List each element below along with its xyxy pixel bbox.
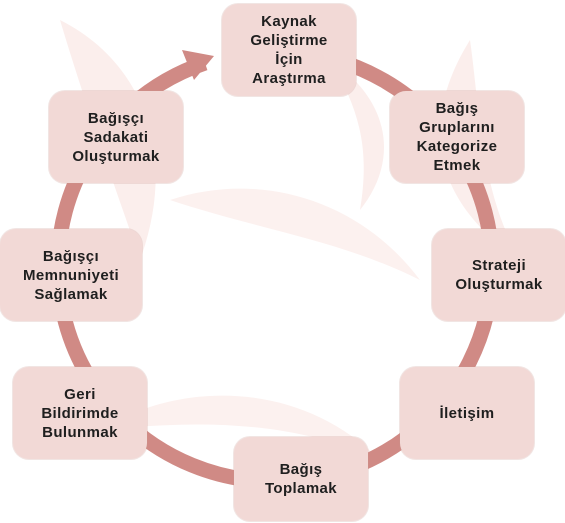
node-label: Geri Bildirimde Bulunmak [41, 385, 119, 441]
node-collect-donations: Bağış Toplamak [234, 437, 368, 521]
node-label: İletişim [439, 404, 495, 422]
node-label: Bağış Gruplarını Kategorize Etmek [416, 100, 498, 174]
node-donor-loyalty: Bağışçı Sadakati Oluşturmak [49, 91, 183, 183]
node-create-strategy: Strateji Oluşturmak [432, 229, 565, 321]
arrowhead-icon [182, 50, 214, 80]
node-label: Kaynak Geliştirme İçin Araştırma [250, 13, 328, 87]
node-communication: İletişim [400, 367, 534, 459]
node-donor-satisfaction: Bağışçı Memnuniyeti Sağlamak [0, 229, 142, 321]
node-label: Bağışçı Memnuniyeti Sağlamak [22, 247, 120, 303]
node-label: Bağış Toplamak [264, 461, 338, 497]
node-give-feedback: Geri Bildirimde Bulunmak [13, 367, 147, 459]
node-research: Kaynak Geliştirme İçin Araştırma [222, 4, 356, 96]
node-label: Strateji Oluşturmak [455, 257, 543, 293]
node-label: Bağışçı Sadakati Oluşturmak [72, 109, 160, 165]
node-categorize-donation-groups: Bağış Gruplarını Kategorize Etmek [390, 91, 524, 183]
